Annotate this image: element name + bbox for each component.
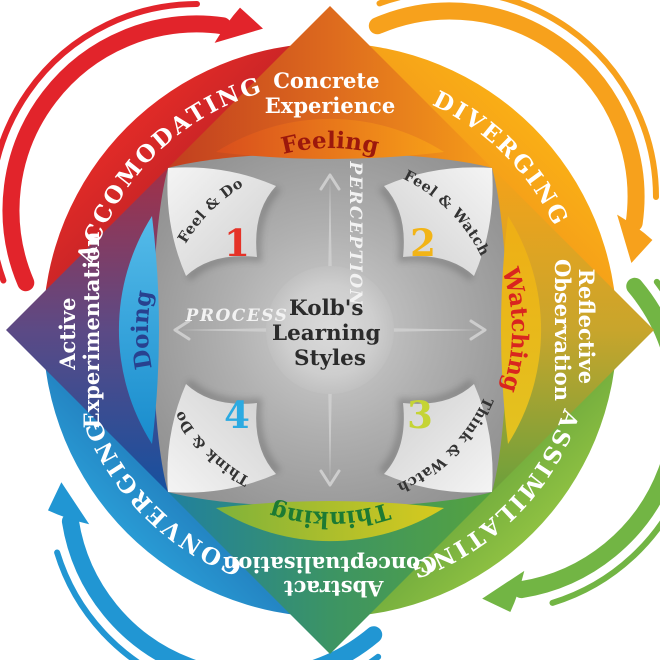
verb-bands [118, 118, 542, 542]
diagram-title-line2: Learning [272, 321, 381, 346]
arrowhead-up-icon [319, 173, 341, 191]
stage-title-concrete: Concrete [273, 68, 379, 93]
quadrant-number-2: 2 [410, 221, 436, 265]
band-thinking [216, 501, 444, 542]
stage-title-active: Active [55, 297, 80, 370]
verb-label-doing-text: Doing [127, 288, 158, 371]
band-feeling [216, 118, 444, 159]
band-doing [118, 216, 159, 444]
diagram-title: Kolb's Learning Styles [272, 296, 388, 371]
quadrant-number-4: 4 [224, 393, 250, 437]
page-curl-ne [382, 167, 493, 278]
band-watching [501, 216, 542, 444]
stage-title-reflective: Reflective [574, 269, 599, 384]
quadrant-number-3: 3 [407, 393, 433, 437]
stage-title-experimentation: Experimentation [79, 232, 104, 429]
stage-title-observation: Observation [550, 259, 575, 401]
center-circle [266, 266, 394, 394]
page-curl-se [382, 382, 493, 493]
verb-label-doing: Doing [127, 288, 158, 371]
page-curl-sw [167, 382, 278, 493]
page-curl-nw [167, 167, 278, 278]
arrowhead-left-icon [173, 319, 191, 341]
arrowhead-right-icon [469, 319, 487, 341]
stage-title-conceptualisation: Conceptualisation [223, 552, 437, 577]
arrowhead-down-icon [319, 469, 341, 487]
stage-title-active-experimentation: Active Experimentation [55, 232, 104, 429]
axis-label-perception: PERCEPTION [345, 160, 365, 306]
stage-title-abstract-conceptualisation: Abstract Conceptualisation [223, 552, 437, 601]
stage-title-experience: Experience [265, 93, 395, 118]
stage-title-reflective-observation: Reflective Observation [550, 259, 599, 401]
stage-title-concrete-experience: Concrete Experience [265, 68, 395, 118]
diagram-title-line1: Kolb's [289, 296, 363, 321]
quadrant-number-1: 1 [224, 221, 250, 265]
diagram-title-line3: Styles [294, 346, 366, 371]
axis-label-process: PROCESS [185, 306, 289, 326]
stage-title-abstract: Abstract [284, 576, 385, 601]
